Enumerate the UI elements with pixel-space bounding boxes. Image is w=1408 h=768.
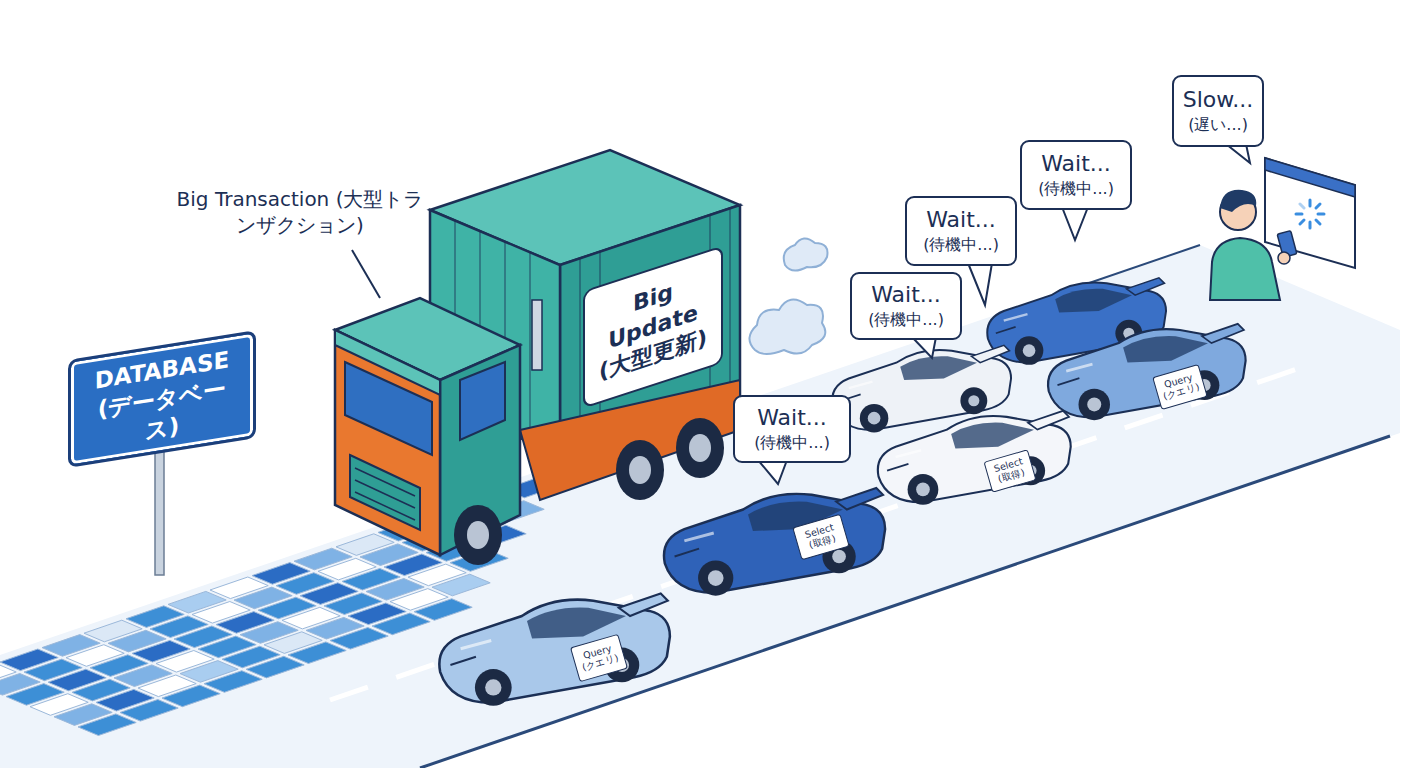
node-text: Query (クエリ) <box>575 641 623 674</box>
data-tile <box>414 599 472 621</box>
node-text: DATABASE (データベース) <box>81 343 243 455</box>
cab-front <box>335 330 440 555</box>
person-hand <box>1278 252 1290 264</box>
browser-bar <box>1265 158 1355 197</box>
person-hair <box>1220 190 1256 212</box>
data-tile <box>78 714 136 736</box>
speech-bubble: Wait... (待機中...) <box>733 395 851 463</box>
wheel <box>616 440 664 500</box>
speech-bubble: Wait... (待機中...) <box>850 272 962 340</box>
speech-bubble: Wait... (待機中...) <box>1020 140 1132 210</box>
hub <box>689 434 711 462</box>
exhaust-puff <box>749 300 825 354</box>
car <box>439 594 670 706</box>
road <box>0 245 1400 768</box>
hub <box>629 456 651 484</box>
data-tile <box>204 671 262 693</box>
side-window <box>460 362 505 440</box>
node-text: Big Update (大型更新) <box>593 265 713 390</box>
bubble-tail <box>758 460 787 484</box>
car <box>878 411 1071 505</box>
wheel <box>454 505 502 565</box>
cab-side <box>440 345 520 555</box>
data-tile <box>288 642 346 664</box>
data-tile <box>120 700 178 722</box>
car <box>1048 324 1246 420</box>
leader-line <box>352 250 380 298</box>
grille-bars <box>355 468 415 520</box>
exhaust-puff <box>784 238 828 270</box>
browser-window <box>1265 158 1355 268</box>
chassis <box>520 380 740 500</box>
data-tile <box>372 613 430 635</box>
node-text: Select (取得) <box>797 520 845 553</box>
exhaust-pipe <box>532 300 542 370</box>
bubble-tail <box>968 263 992 305</box>
speech-bubble: Slow... (遅い...) <box>1172 75 1264 147</box>
person-body <box>1210 238 1280 300</box>
truck <box>335 150 740 565</box>
data-tile <box>246 656 304 678</box>
bubble-tail <box>912 337 936 358</box>
node-text: Wait... (待機中...) <box>858 281 954 330</box>
grille <box>350 455 420 530</box>
node-text: Wait... (待機中...) <box>1028 150 1124 199</box>
exhaust-cloud <box>749 238 827 354</box>
node-text: Select (取得) <box>988 455 1032 487</box>
node-text: Wait... (待機中...) <box>741 404 843 453</box>
wheel <box>676 418 724 478</box>
loading-spinner <box>1296 200 1324 228</box>
data-tile <box>432 574 490 596</box>
node-text: Wait... (待機中...) <box>913 206 1009 255</box>
data-tile <box>162 685 220 707</box>
user <box>1210 158 1355 300</box>
callout-label: Big Transaction (大型トランザクション) <box>175 186 425 238</box>
car <box>664 488 885 596</box>
bubble-tail <box>1062 207 1088 240</box>
data-tile <box>330 628 388 650</box>
database-sign: DATABASE (データベース) <box>68 330 256 468</box>
hub <box>467 521 489 549</box>
node-text: Query (クエリ) <box>1157 371 1203 404</box>
windshield <box>345 362 432 455</box>
node-text: Slow... (遅い...) <box>1180 86 1256 135</box>
queued-cars <box>439 278 1245 706</box>
speech-bubble: Wait... (待機中...) <box>905 196 1017 266</box>
road-surface <box>0 245 1400 768</box>
